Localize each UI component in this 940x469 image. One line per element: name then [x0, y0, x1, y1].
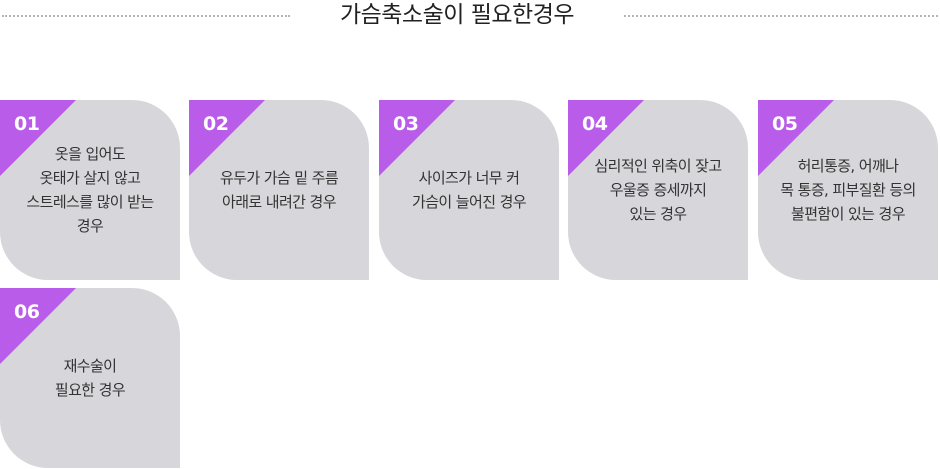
case-card-02: 02 유두가 가슴 밑 주름 아래로 내려간 경우: [189, 100, 369, 280]
case-card-05: 05 허리통증, 어깨나 목 통증, 피부질환 등의 불편함이 있는 경우: [758, 100, 938, 280]
card-text: 허리통증, 어깨나 목 통증, 피부질환 등의 불편함이 있는 경우: [780, 157, 916, 223]
card-number: 02: [203, 113, 229, 135]
card-number: 03: [393, 113, 419, 135]
card-text: 심리적인 위축이 잦고 우울증 증세까지 있는 경우: [594, 157, 722, 223]
card-number: 04: [582, 113, 608, 135]
card-text: 유두가 가슴 밑 주름 아래로 내려간 경우: [219, 169, 339, 211]
card-number: 06: [14, 301, 40, 323]
card-number: 01: [14, 113, 40, 135]
card-text: 재수술이 필요한 경우: [54, 357, 126, 399]
dotted-divider-right: [624, 15, 938, 17]
case-card-01: 01 옷을 입어도 옷태가 살지 않고 스트레스를 많이 받는 경우: [0, 100, 180, 280]
case-card-06: 06 재수술이 필요한 경우: [0, 288, 180, 468]
card-text: 옷을 입어도 옷태가 살지 않고 스트레스를 많이 받는 경우: [26, 145, 154, 235]
card-text: 사이즈가 너무 커 가슴이 늘어진 경우: [412, 169, 527, 211]
case-card-03: 03 사이즈가 너무 커 가슴이 늘어진 경우: [379, 100, 559, 280]
case-card-04: 04 심리적인 위축이 잦고 우울증 증세까지 있는 경우: [568, 100, 748, 280]
card-number: 05: [772, 113, 798, 135]
dotted-divider-left: [2, 15, 290, 17]
section-header: 가슴축소술이 필요한경우: [0, 0, 940, 40]
section-title: 가슴축소술이 필요한경우: [339, 2, 575, 28]
